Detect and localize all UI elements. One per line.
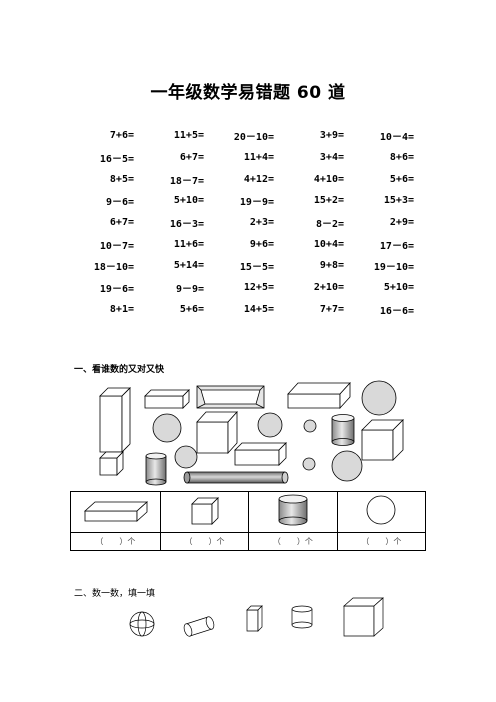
problem-item: 9+6= <box>249 238 274 250</box>
problem-item: 9－6= <box>105 197 134 209</box>
problem-row: 6+7= 16－3= 2+3= 8－2= 2+9= <box>70 212 420 234</box>
problem-item: 7+6= <box>109 130 134 142</box>
problem-item: 15+3= <box>383 195 414 207</box>
problem-item: 3+4= <box>319 152 344 164</box>
problem-item: 12+5= <box>243 282 274 294</box>
cylinder-icon <box>278 494 308 526</box>
problem-item: 19－9= <box>239 197 274 209</box>
problem-row: 16－5= 6+7= 11+4= 3+4= 8+6= <box>70 147 420 169</box>
problem-item: 10－7= <box>99 240 134 252</box>
problem-item: 2+9= <box>389 217 414 229</box>
problem-item: 16－3= <box>169 219 204 231</box>
problem-item: 5+14= <box>173 260 204 272</box>
problem-item: 16－5= <box>99 154 134 166</box>
table-cell-sphere <box>336 491 427 533</box>
problem-row: 8+5= 18－7= 4+12= 4+10= 5+6= <box>70 168 420 190</box>
sphere-icon <box>152 413 182 443</box>
problem-item: 9+8= <box>319 260 344 272</box>
count-blank[interactable]: （ ）个 <box>336 532 427 551</box>
flat-cuboid-icon <box>144 389 190 409</box>
section2-heading: 二、数一数，填一填 <box>74 589 156 599</box>
problem-item: 19－6= <box>99 284 134 296</box>
problem-item: 5+6= <box>179 303 204 315</box>
sphere-icon <box>257 412 283 438</box>
problem-item: 8+1= <box>109 303 134 315</box>
sphere-icon <box>331 450 363 482</box>
count-blank[interactable]: （ ）个 <box>248 532 338 551</box>
wide-cuboid-icon <box>287 381 351 410</box>
answer-table: （ ）个 （ ）个 （ ）个 （ ）个 <box>70 491 427 551</box>
sphere-icon <box>361 380 397 416</box>
problem-item: 8+5= <box>109 173 134 185</box>
problem-item: 11+6= <box>173 238 204 250</box>
page-title: 一年级数学易错题 60 道 <box>150 83 346 103</box>
cylinder-icon <box>145 452 167 486</box>
problem-item: 2+3= <box>249 217 274 229</box>
problem-item: 19－10= <box>373 262 414 274</box>
sphere-icon <box>302 457 316 471</box>
horizontal-cylinder-icon <box>183 471 289 484</box>
problem-item: 5+6= <box>389 173 414 185</box>
problem-item: 6+7= <box>179 152 204 164</box>
problem-row: 8+1= 5+6= 14+5= 7+7= 16－6= <box>70 299 420 321</box>
problem-item: 8－2= <box>315 219 344 231</box>
problem-item: 15－5= <box>239 262 274 274</box>
tall-cuboid-icon <box>99 387 131 453</box>
problem-item: 7+7= <box>319 303 344 315</box>
problem-row: 9－6= 5+10= 19－9= 15+2= 15+3= <box>70 190 420 212</box>
problem-item: 18－7= <box>169 175 204 187</box>
cube-icon <box>191 497 220 525</box>
problem-row: 10－7= 11+6= 9+6= 10+4= 17－6= <box>70 233 420 255</box>
cube-icon <box>196 410 238 455</box>
sphere-icon <box>174 445 198 469</box>
flat-cuboid-icon <box>234 442 287 466</box>
cube-icon <box>361 419 404 461</box>
problem-item: 3+9= <box>319 130 344 142</box>
problem-item: 6+7= <box>109 217 134 229</box>
problem-row: 18－10= 5+14= 15－5= 9+8= 19－10= <box>70 255 420 277</box>
problem-item: 5+10= <box>173 195 204 207</box>
problem-item: 11+4= <box>243 152 274 164</box>
problem-item: 4+10= <box>313 173 344 185</box>
problem-item: 17－6= <box>379 240 414 252</box>
problem-item: 20－10= <box>233 132 274 144</box>
problem-item: 10－4= <box>379 132 414 144</box>
cuboid-icon <box>84 501 149 522</box>
sphere-icon <box>303 419 317 433</box>
problem-item: 14+5= <box>243 303 274 315</box>
problem-item: 9－9= <box>175 284 204 296</box>
sphere-icon <box>366 495 396 525</box>
problem-item: 11+5= <box>173 130 204 142</box>
problem-item: 16－6= <box>379 305 414 317</box>
problem-item: 15+2= <box>313 195 344 207</box>
problem-item: 4+12= <box>243 173 274 185</box>
cylinder-icon <box>331 414 355 446</box>
problem-item: 5+10= <box>383 282 414 294</box>
problem-item: 18－10= <box>93 262 134 274</box>
table-cell-cube <box>159 491 250 533</box>
problem-item: 10+4= <box>313 238 344 250</box>
count-blank[interactable]: （ ）个 <box>159 532 250 551</box>
problem-row: 7+6= 11+5= 20－10= 3+9= 10－4= <box>70 125 420 147</box>
problem-item: 8+6= <box>389 152 414 164</box>
section1-heading: 一、看谁数的又对又快 <box>74 365 165 375</box>
table-cell-cuboid <box>70 491 161 533</box>
table-cell-cylinder <box>248 491 338 533</box>
problem-item: 2+10= <box>313 282 344 294</box>
count-blank[interactable]: （ ）个 <box>70 532 161 551</box>
problem-grid: 7+6= 11+5= 20－10= 3+9= 10－4= 16－5= 6+7= 11+4= 3+… <box>70 125 420 320</box>
cube-icon <box>99 451 124 476</box>
problem-row: 19－6= 9－9= 12+5= 2+10= 5+10= <box>70 277 420 299</box>
prism-frame-icon <box>196 385 265 409</box>
